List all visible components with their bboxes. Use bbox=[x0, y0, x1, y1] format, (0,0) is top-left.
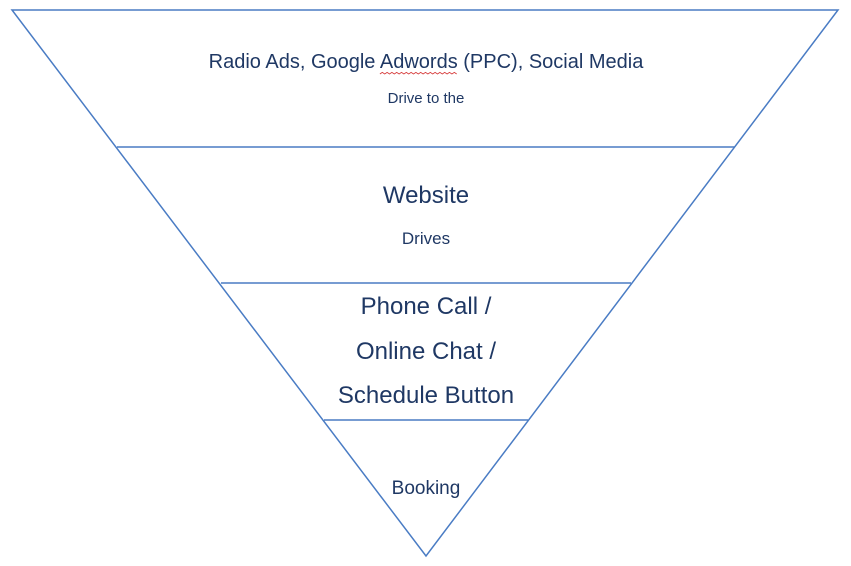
stage-3-line-2: Online Chat / bbox=[356, 338, 496, 365]
stage-1-title-after: (PPC), Social Media bbox=[458, 51, 644, 73]
stage-2-subtitle: Drives bbox=[402, 229, 450, 248]
spellcheck-underline bbox=[379, 71, 457, 75]
stage-1-title-before: Radio Ads, Google bbox=[209, 51, 380, 73]
stage-3-line-3: Schedule Button bbox=[338, 382, 514, 409]
stage-1-title: Radio Ads, Google Adwords (PPC), Social … bbox=[209, 51, 645, 73]
stage-2-title: Website bbox=[383, 182, 469, 209]
stage-3-line-1: Phone Call / bbox=[361, 293, 492, 320]
funnel-outline bbox=[10, 9, 840, 558]
stage-4-label: Booking bbox=[392, 478, 461, 499]
stage-1-subtitle: Drive to the bbox=[388, 90, 465, 107]
stage-1-title-flagged: Adwords bbox=[380, 51, 458, 73]
